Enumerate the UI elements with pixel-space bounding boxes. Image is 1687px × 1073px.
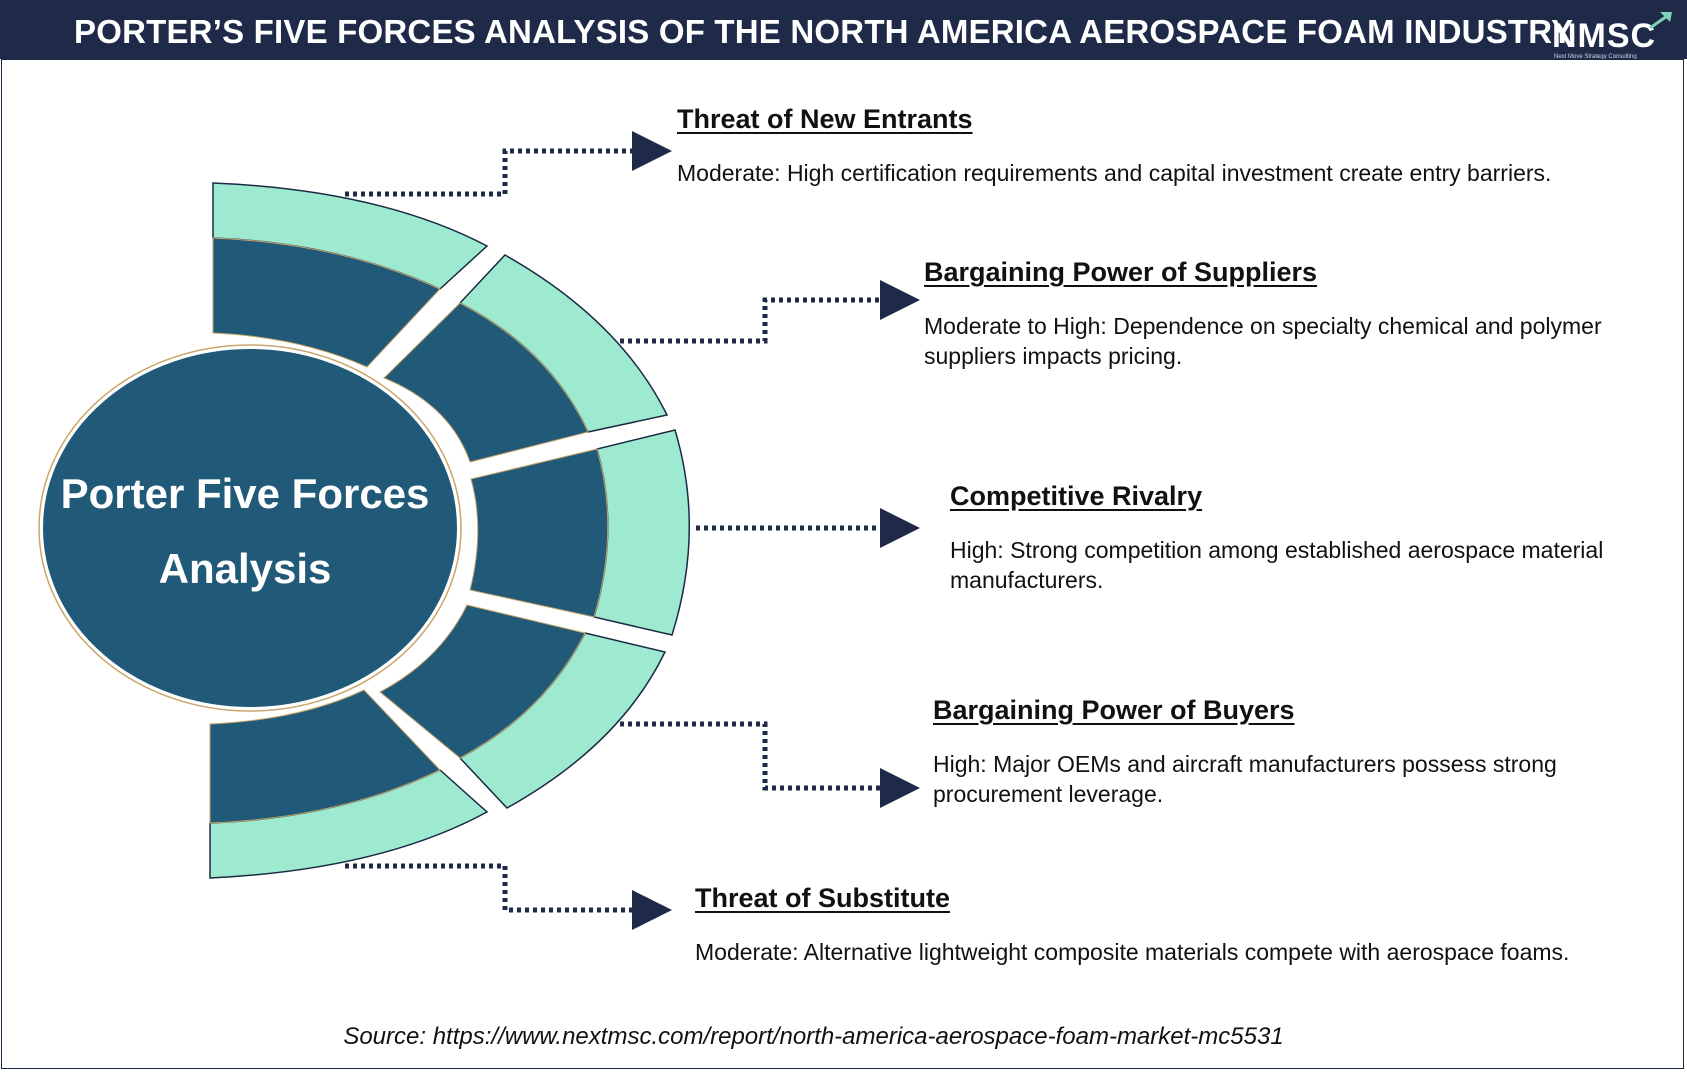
logo-arrow-icon — [1649, 12, 1672, 30]
force-title: Bargaining Power of Suppliers — [924, 257, 1318, 287]
force-title: Threat of Substitute — [695, 883, 950, 913]
segment-suppliers — [383, 254, 669, 463]
logo-tagline: Next Move Strategy Consulting — [1554, 54, 1637, 60]
force-description: Moderate to High: Dependence on specialt… — [924, 313, 1602, 369]
force-description: High: Major OEMs and aircraft manufactur… — [933, 751, 1557, 807]
force-substitute: Threat of Substitute Moderate: Alternati… — [695, 883, 1655, 967]
connector-buyers — [620, 721, 920, 808]
source-citation: Source: https://www.nextmsc.com/report/n… — [343, 1023, 1284, 1050]
connector-new-entrants — [345, 131, 672, 197]
force-rivalry: Competitive Rivalry High: Strong competi… — [950, 481, 1610, 595]
force-suppliers: Bargaining Power of Suppliers Moderate t… — [924, 257, 1624, 371]
connector-substitute — [345, 863, 672, 930]
segment-new-entrants — [212, 182, 489, 368]
segment-buyers — [379, 604, 667, 809]
force-title: Competitive Rivalry — [950, 481, 1203, 511]
force-buyers: Bargaining Power of Buyers High: Major O… — [933, 695, 1633, 809]
segment-rivalry — [469, 429, 691, 636]
center-label-line1: Porter Five Forces — [60, 470, 430, 517]
logo-text: NMSC — [1552, 17, 1657, 55]
center-label: Porter Five Forces Analysis — [40, 456, 450, 606]
force-title: Bargaining Power of Buyers — [933, 695, 1295, 725]
segment-substitute — [209, 689, 489, 879]
force-title: Threat of New Entrants — [677, 104, 973, 134]
center-label-line2: Analysis — [158, 545, 332, 592]
force-description: Moderate: Alternative lightweight compos… — [695, 939, 1570, 965]
force-new-entrants: Threat of New Entrants Moderate: High ce… — [677, 104, 1637, 188]
connector-suppliers — [620, 280, 920, 344]
force-description: Moderate: High certification requirement… — [677, 160, 1552, 186]
content-frame — [1, 59, 1684, 1069]
header-bar: PORTER’S FIVE FORCES ANALYSIS OF THE NOR… — [0, 0, 1687, 60]
page-title: PORTER’S FIVE FORCES ANALYSIS OF THE NOR… — [74, 13, 1574, 50]
nmsc-logo: NMSC Next Move Strategy Consulting — [1552, 10, 1676, 60]
force-description: High: Strong competition among establish… — [950, 537, 1604, 593]
